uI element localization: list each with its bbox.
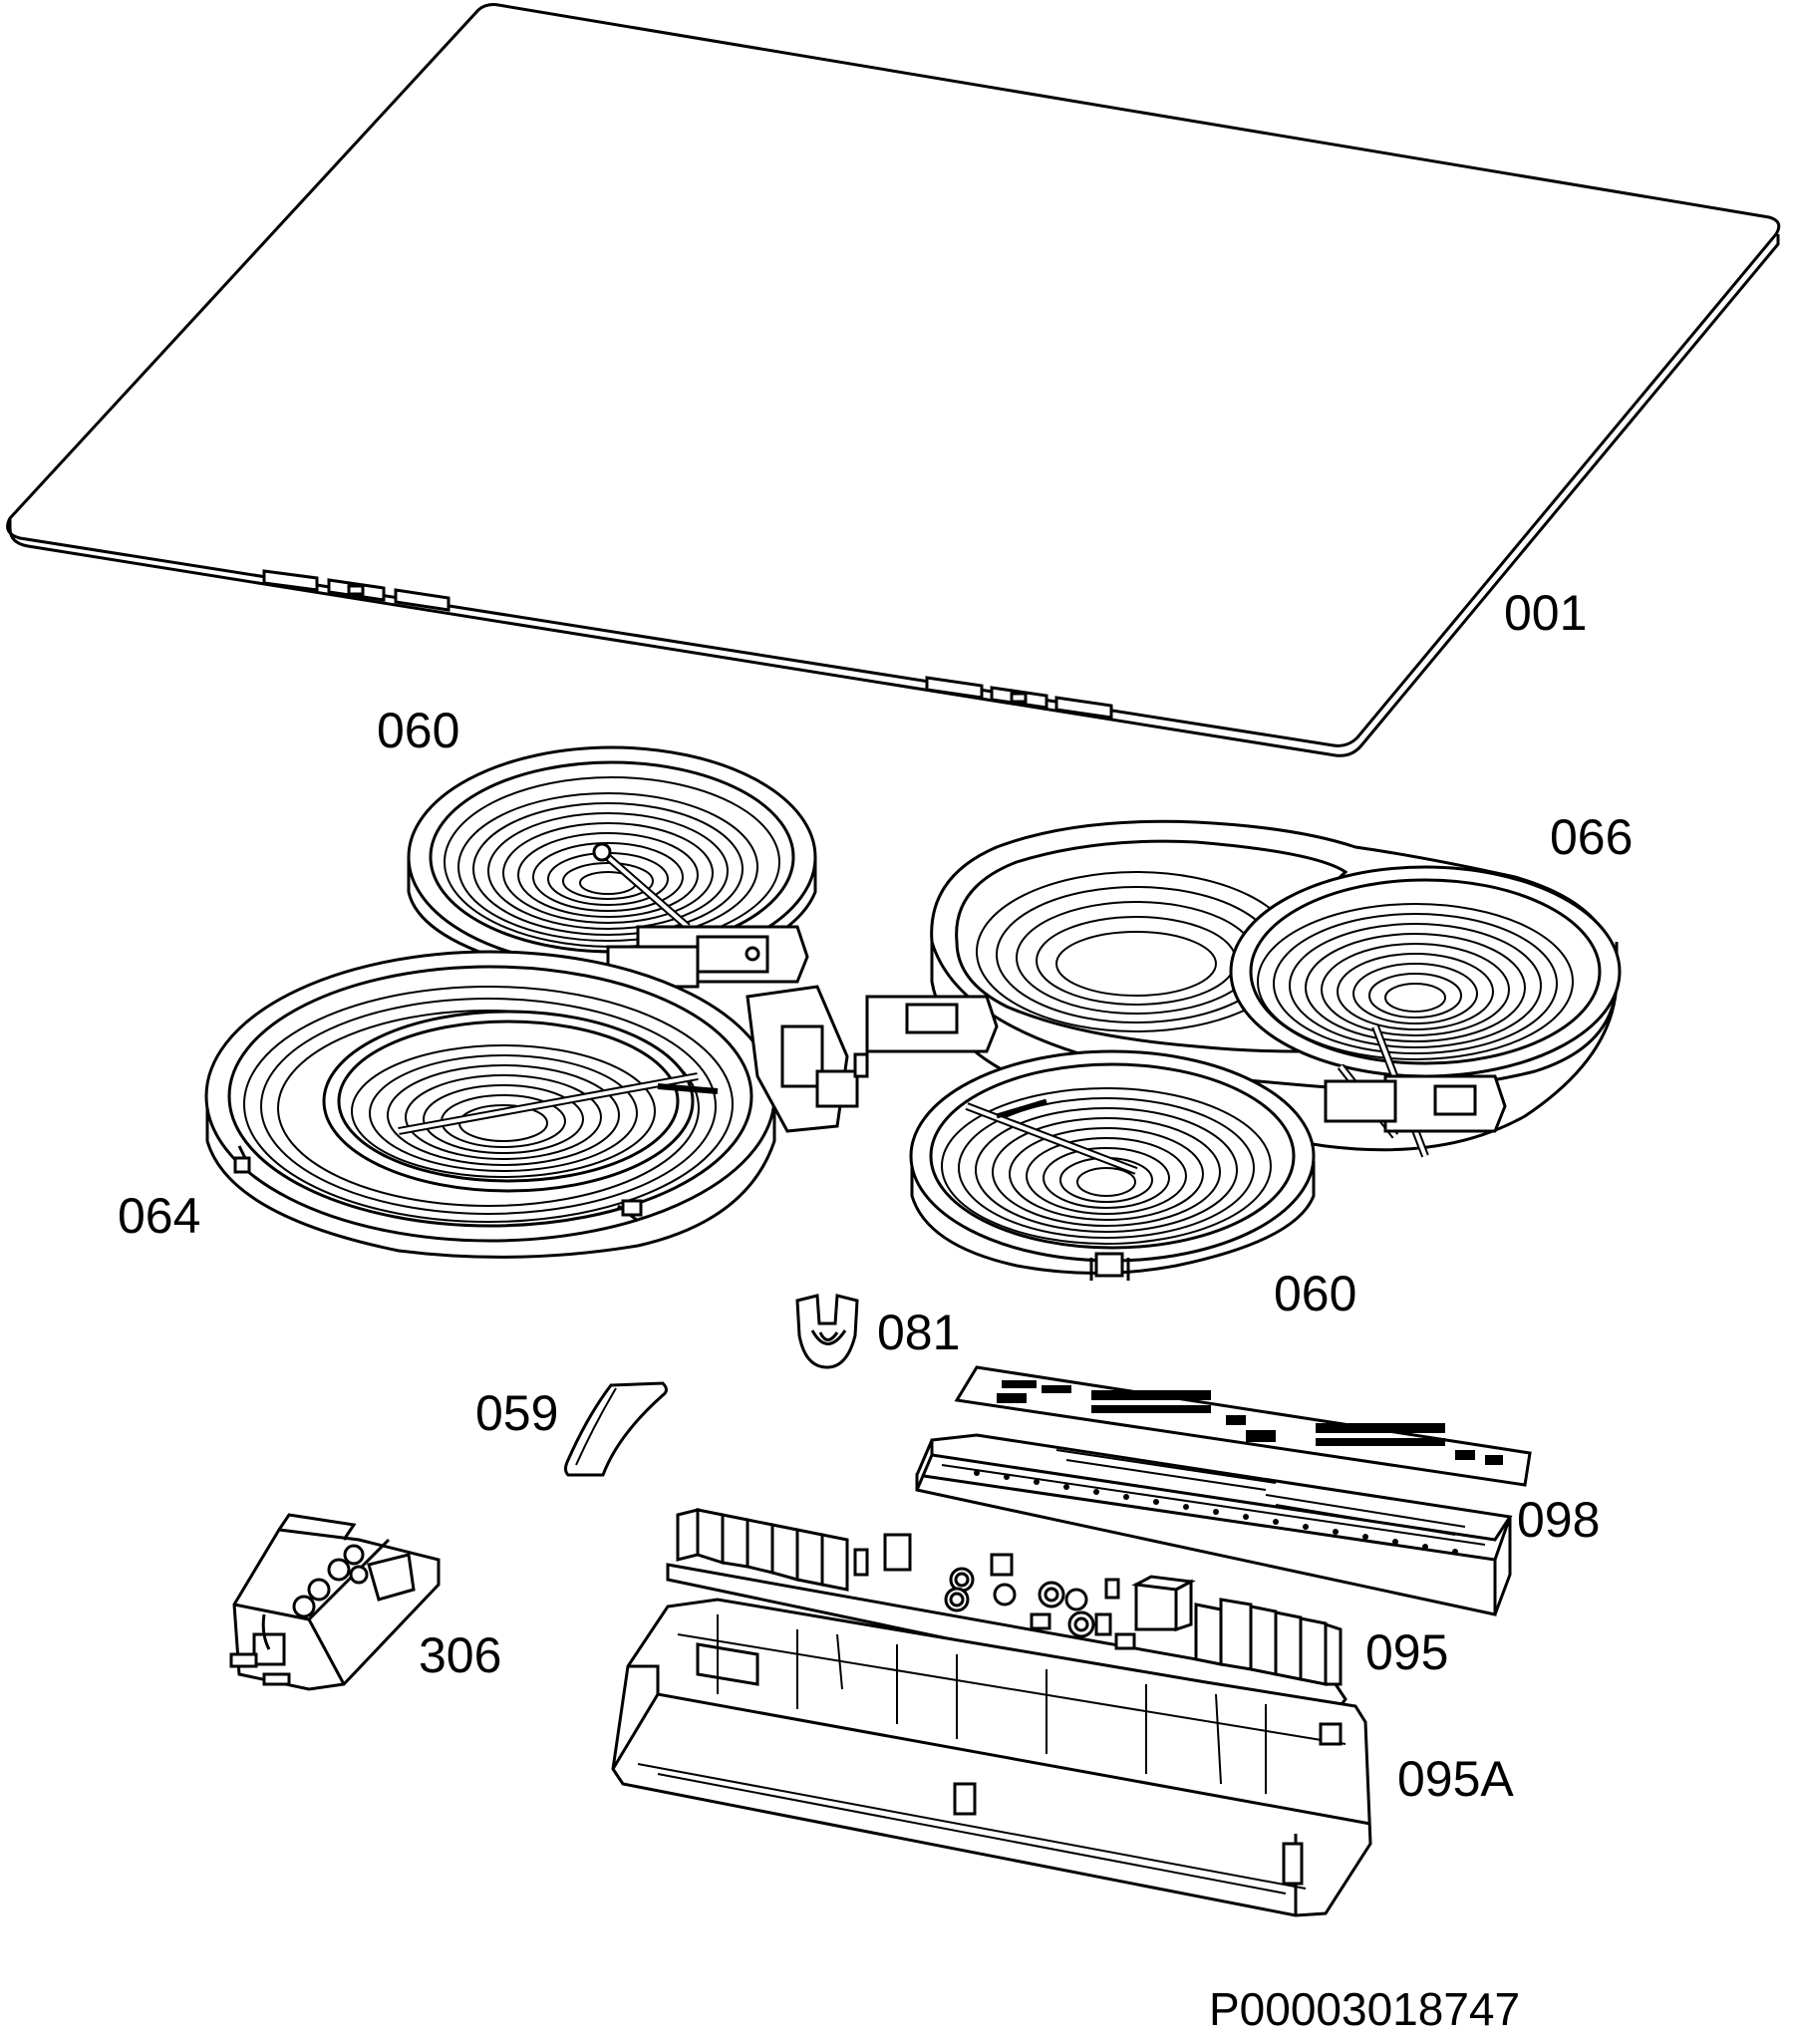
label-064: 064 [118, 1188, 201, 1244]
label-059: 059 [475, 1385, 559, 1441]
part-heater-060-top [409, 747, 815, 987]
label-098: 098 [1517, 1492, 1601, 1548]
part-heater-060-bottom [855, 997, 1314, 1281]
label-060-top: 060 [377, 703, 460, 758]
part-glass-top [8, 5, 1779, 756]
label-306: 306 [419, 1627, 502, 1683]
drawing-reference-code: P00003018747 [1209, 1983, 1521, 2035]
part-terminal-block-306 [231, 1515, 439, 1689]
part-strip-059 [566, 1383, 667, 1475]
label-066: 066 [1550, 809, 1634, 865]
part-control-board-098 [917, 1367, 1530, 1614]
label-095A: 095A [1397, 1751, 1514, 1807]
label-001: 001 [1504, 585, 1588, 641]
label-095: 095 [1365, 1624, 1449, 1680]
part-board-housing-095A [613, 1600, 1370, 1915]
label-060-bottom: 060 [1274, 1266, 1357, 1321]
label-081: 081 [877, 1305, 961, 1360]
part-clip-081 [797, 1296, 857, 1367]
part-heater-064-large [206, 952, 857, 1257]
